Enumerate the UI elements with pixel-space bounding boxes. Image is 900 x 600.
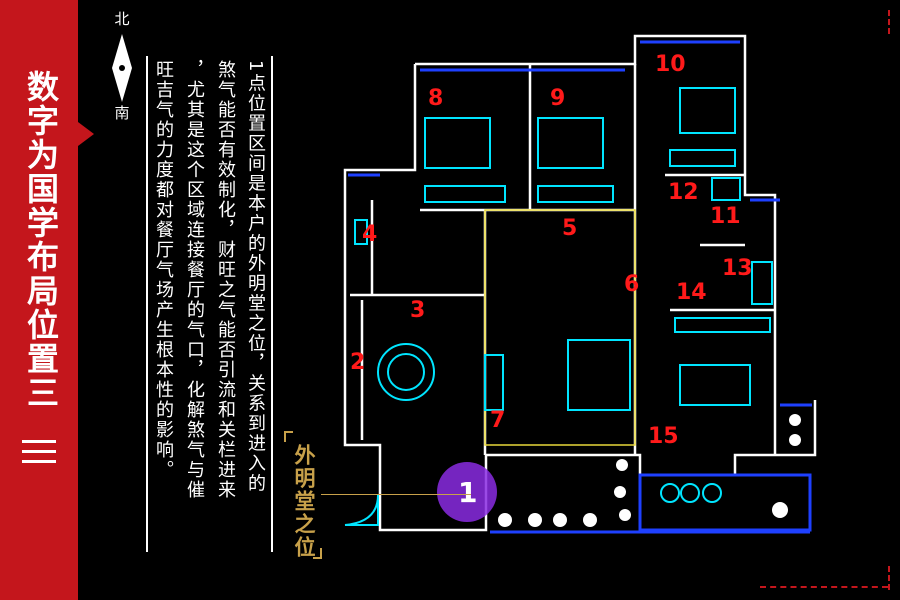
marker-4: 4 bbox=[362, 222, 378, 247]
compass-north-label: 北 bbox=[114, 10, 130, 28]
marker-13: 13 bbox=[722, 256, 753, 281]
plan-furniture bbox=[344, 87, 773, 526]
compass-needle-icon bbox=[112, 34, 132, 102]
text-divider bbox=[146, 56, 148, 552]
outer-hall-caption: 外明堂之位 bbox=[283, 430, 323, 560]
title-decoration bbox=[22, 440, 56, 470]
text-divider bbox=[271, 56, 273, 552]
description-column: 1点位置区间是本户的外明堂之位，关系到进入的 bbox=[245, 60, 266, 494]
plan-windows bbox=[348, 40, 812, 534]
title-band-tab bbox=[78, 122, 94, 146]
plan-walls bbox=[343, 34, 817, 532]
marker-8: 8 bbox=[428, 86, 444, 111]
marker-3: 3 bbox=[410, 298, 426, 323]
caption-text: 外明堂之位 bbox=[292, 444, 317, 559]
marker-15: 15 bbox=[648, 424, 679, 449]
marker-10: 10 bbox=[655, 52, 686, 77]
page-title: 数字为国学布局位置三 bbox=[22, 70, 60, 410]
marker-7: 7 bbox=[490, 408, 506, 433]
outer-hall-highlight bbox=[437, 462, 497, 522]
marker-2: 2 bbox=[350, 350, 366, 375]
living-room-outline bbox=[484, 209, 636, 446]
title-band bbox=[0, 0, 78, 600]
description-column: 旺吉气的力度都对餐厅气场产生根本性的影响。 bbox=[153, 60, 174, 480]
compass-south-label: 南 bbox=[114, 104, 130, 122]
marker-9: 9 bbox=[550, 86, 566, 111]
caption-bracket-icon bbox=[284, 431, 322, 559]
marker-12: 12 bbox=[668, 180, 699, 205]
floor-plan bbox=[343, 34, 817, 534]
marker-1: 1 bbox=[458, 476, 478, 509]
caption-pointer-line bbox=[321, 494, 471, 495]
corner-frame-top bbox=[864, 10, 890, 34]
description-column: ，尤其是这个区域连接餐厅的气口，化解煞气与催 bbox=[184, 60, 205, 500]
marker-6: 6 bbox=[624, 272, 640, 297]
corner-frame-bottom bbox=[864, 566, 890, 590]
plan-plants bbox=[498, 414, 801, 527]
description-column: 煞气能否有效制化，财旺之气能否引流和关栏进来 bbox=[215, 60, 236, 500]
corner-frame-line bbox=[760, 586, 888, 588]
marker-14: 14 bbox=[676, 280, 707, 305]
marker-11: 11 bbox=[710, 204, 741, 229]
compass: 北 南 bbox=[104, 8, 140, 128]
marker-5: 5 bbox=[562, 216, 578, 241]
